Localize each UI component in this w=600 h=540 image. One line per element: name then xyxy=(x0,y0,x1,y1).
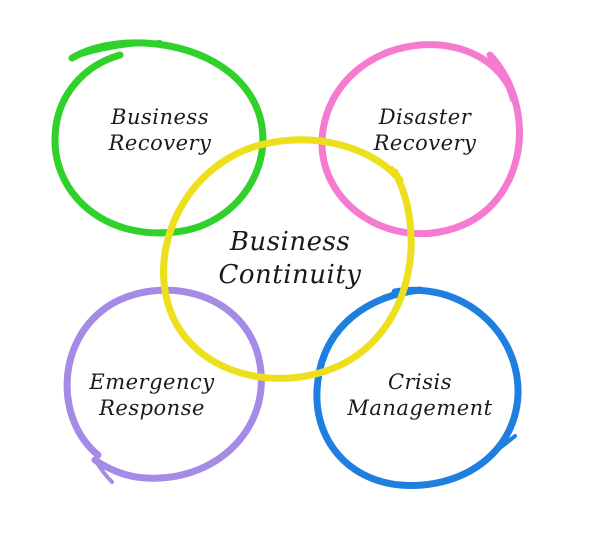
node-business-continuity: Business Continuity xyxy=(160,136,415,382)
ring-disaster-recovery xyxy=(318,41,523,238)
label-crisis-management-line2: Management xyxy=(346,396,492,420)
node-business-recovery: Business Recovery xyxy=(51,39,267,237)
ring-crisis-management xyxy=(313,286,522,489)
label-business-continuity-line1: Business xyxy=(229,227,350,257)
label-business-recovery-line1: Business xyxy=(110,105,209,129)
ring-disaster-recovery-tail xyxy=(488,53,514,102)
ring-business-continuity-tail xyxy=(390,166,410,210)
ring-business-recovery-tail xyxy=(70,40,162,60)
label-disaster-recovery-line2: Recovery xyxy=(373,131,477,155)
label-crisis-management-line1: Crisis xyxy=(388,370,452,394)
label-business-recovery-line2: Recovery xyxy=(108,131,212,155)
label-emergency-response-line1: Emergency xyxy=(88,370,215,394)
label-emergency-response-line2: Response xyxy=(98,396,205,420)
label-disaster-recovery-line1: Disaster xyxy=(378,105,473,129)
ring-business-continuity xyxy=(160,136,415,382)
ring-emergency-response-tail xyxy=(93,458,114,484)
label-business-continuity-line2: Continuity xyxy=(219,260,362,290)
node-crisis-management: Crisis Management xyxy=(313,286,522,489)
node-emergency-response: Emergency Response xyxy=(63,286,265,484)
node-disaster-recovery: Disaster Recovery xyxy=(318,41,523,238)
ring-crisis-management-tail xyxy=(488,434,517,457)
ring-business-recovery xyxy=(51,39,267,237)
ring-emergency-response xyxy=(63,286,265,482)
